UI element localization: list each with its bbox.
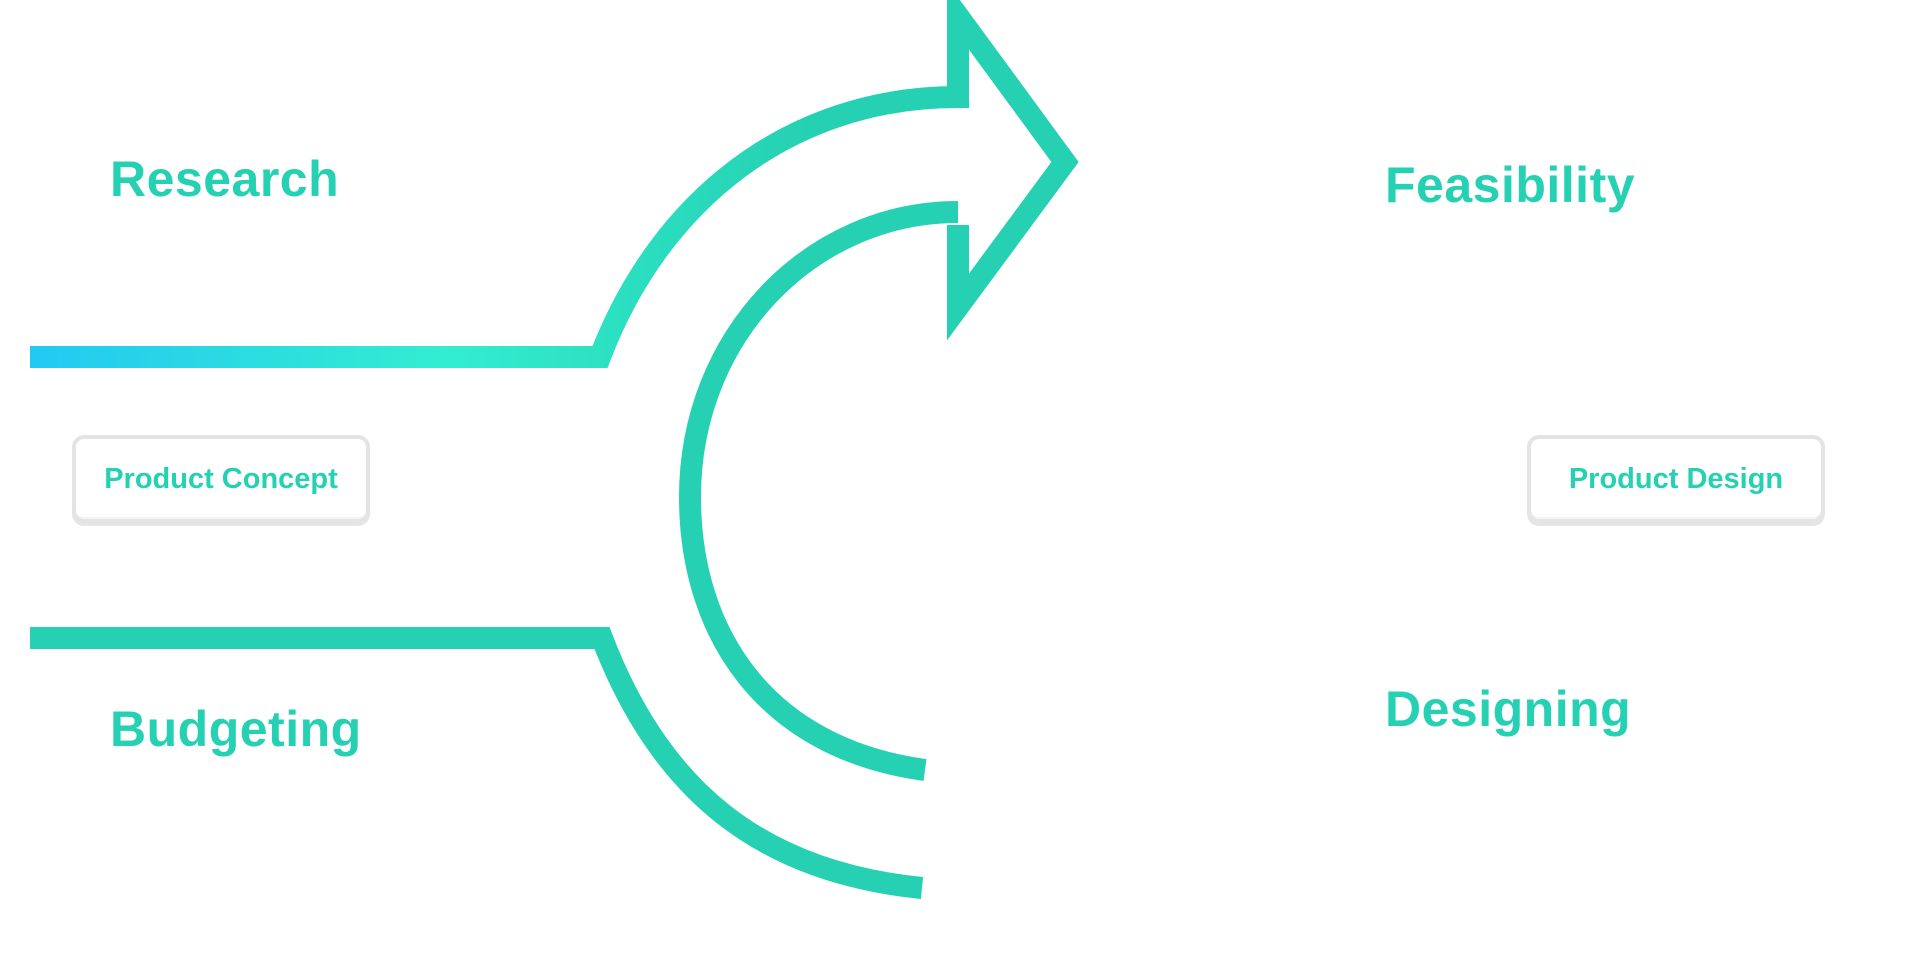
label-research: Research — [110, 151, 340, 207]
bottom-flow-line — [30, 627, 924, 899]
product-concept-label: Product Concept — [104, 462, 338, 495]
product-concept-box: Product Concept — [72, 435, 370, 523]
top-flow-arrow — [30, 0, 1079, 368]
label-budgeting: Budgeting — [110, 701, 362, 757]
label-feasibility: Feasibility — [1385, 157, 1636, 213]
product-design-label: Product Design — [1568, 462, 1784, 495]
label-designing: Designing — [1385, 681, 1632, 737]
product-design-box: Product Design — [1527, 435, 1825, 523]
inner-loop-arc — [678, 201, 959, 781]
